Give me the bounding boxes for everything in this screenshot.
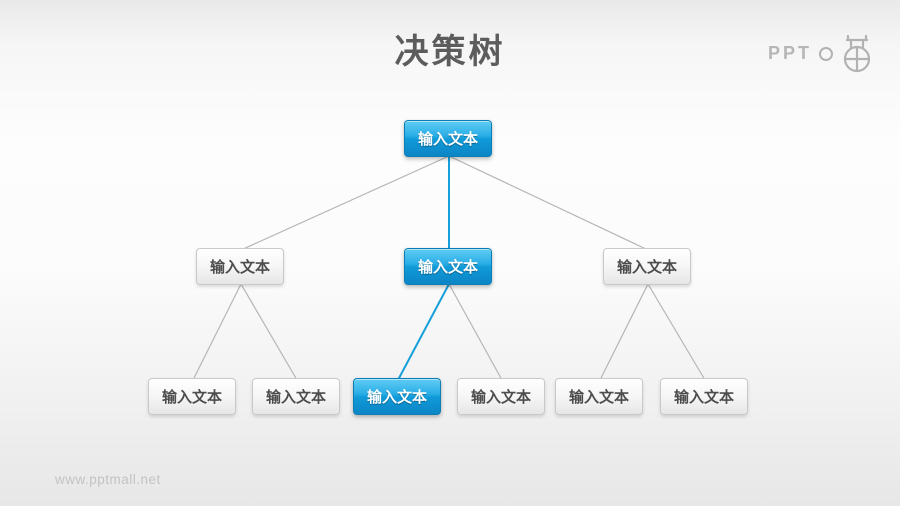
connector-root-left bbox=[240, 155, 450, 251]
page-title: 决策树 bbox=[394, 33, 506, 71]
tree-node-l3-6[interactable]: 输入文本 bbox=[660, 378, 748, 415]
mall-bag-icon bbox=[843, 34, 871, 73]
connector-mid-child1-highlighted bbox=[397, 283, 450, 381]
connector-right-child2 bbox=[647, 283, 706, 381]
connector-left-child2 bbox=[240, 283, 298, 381]
connector-left-child1 bbox=[192, 283, 242, 381]
tree-node-l3-1[interactable]: 输入文本 bbox=[148, 378, 236, 415]
tree-node-l3-2[interactable]: 输入文本 bbox=[252, 378, 340, 415]
logo-text: PPT bbox=[767, 43, 812, 63]
tree-node-l3-4[interactable]: 输入文本 bbox=[457, 378, 545, 415]
tree-node-l2-right[interactable]: 输入文本 bbox=[603, 248, 691, 285]
tree-node-l2-middle[interactable]: 输入文本 bbox=[404, 248, 492, 285]
tree-node-l3-5[interactable]: 输入文本 bbox=[555, 378, 643, 415]
connector-right-child1 bbox=[599, 283, 649, 381]
tree-node-root[interactable]: 输入文本 bbox=[404, 120, 492, 157]
logo-circle-icon bbox=[819, 46, 833, 61]
tree-node-l3-3[interactable]: 输入文本 bbox=[353, 378, 441, 415]
watermark-url: www.pptmall.net bbox=[55, 472, 161, 487]
tree-node-l2-left[interactable]: 输入文本 bbox=[196, 248, 284, 285]
pptmall-logo: PPT bbox=[768, 33, 874, 74]
connector-root-right bbox=[448, 155, 649, 251]
connector-mid-child2 bbox=[448, 283, 503, 381]
